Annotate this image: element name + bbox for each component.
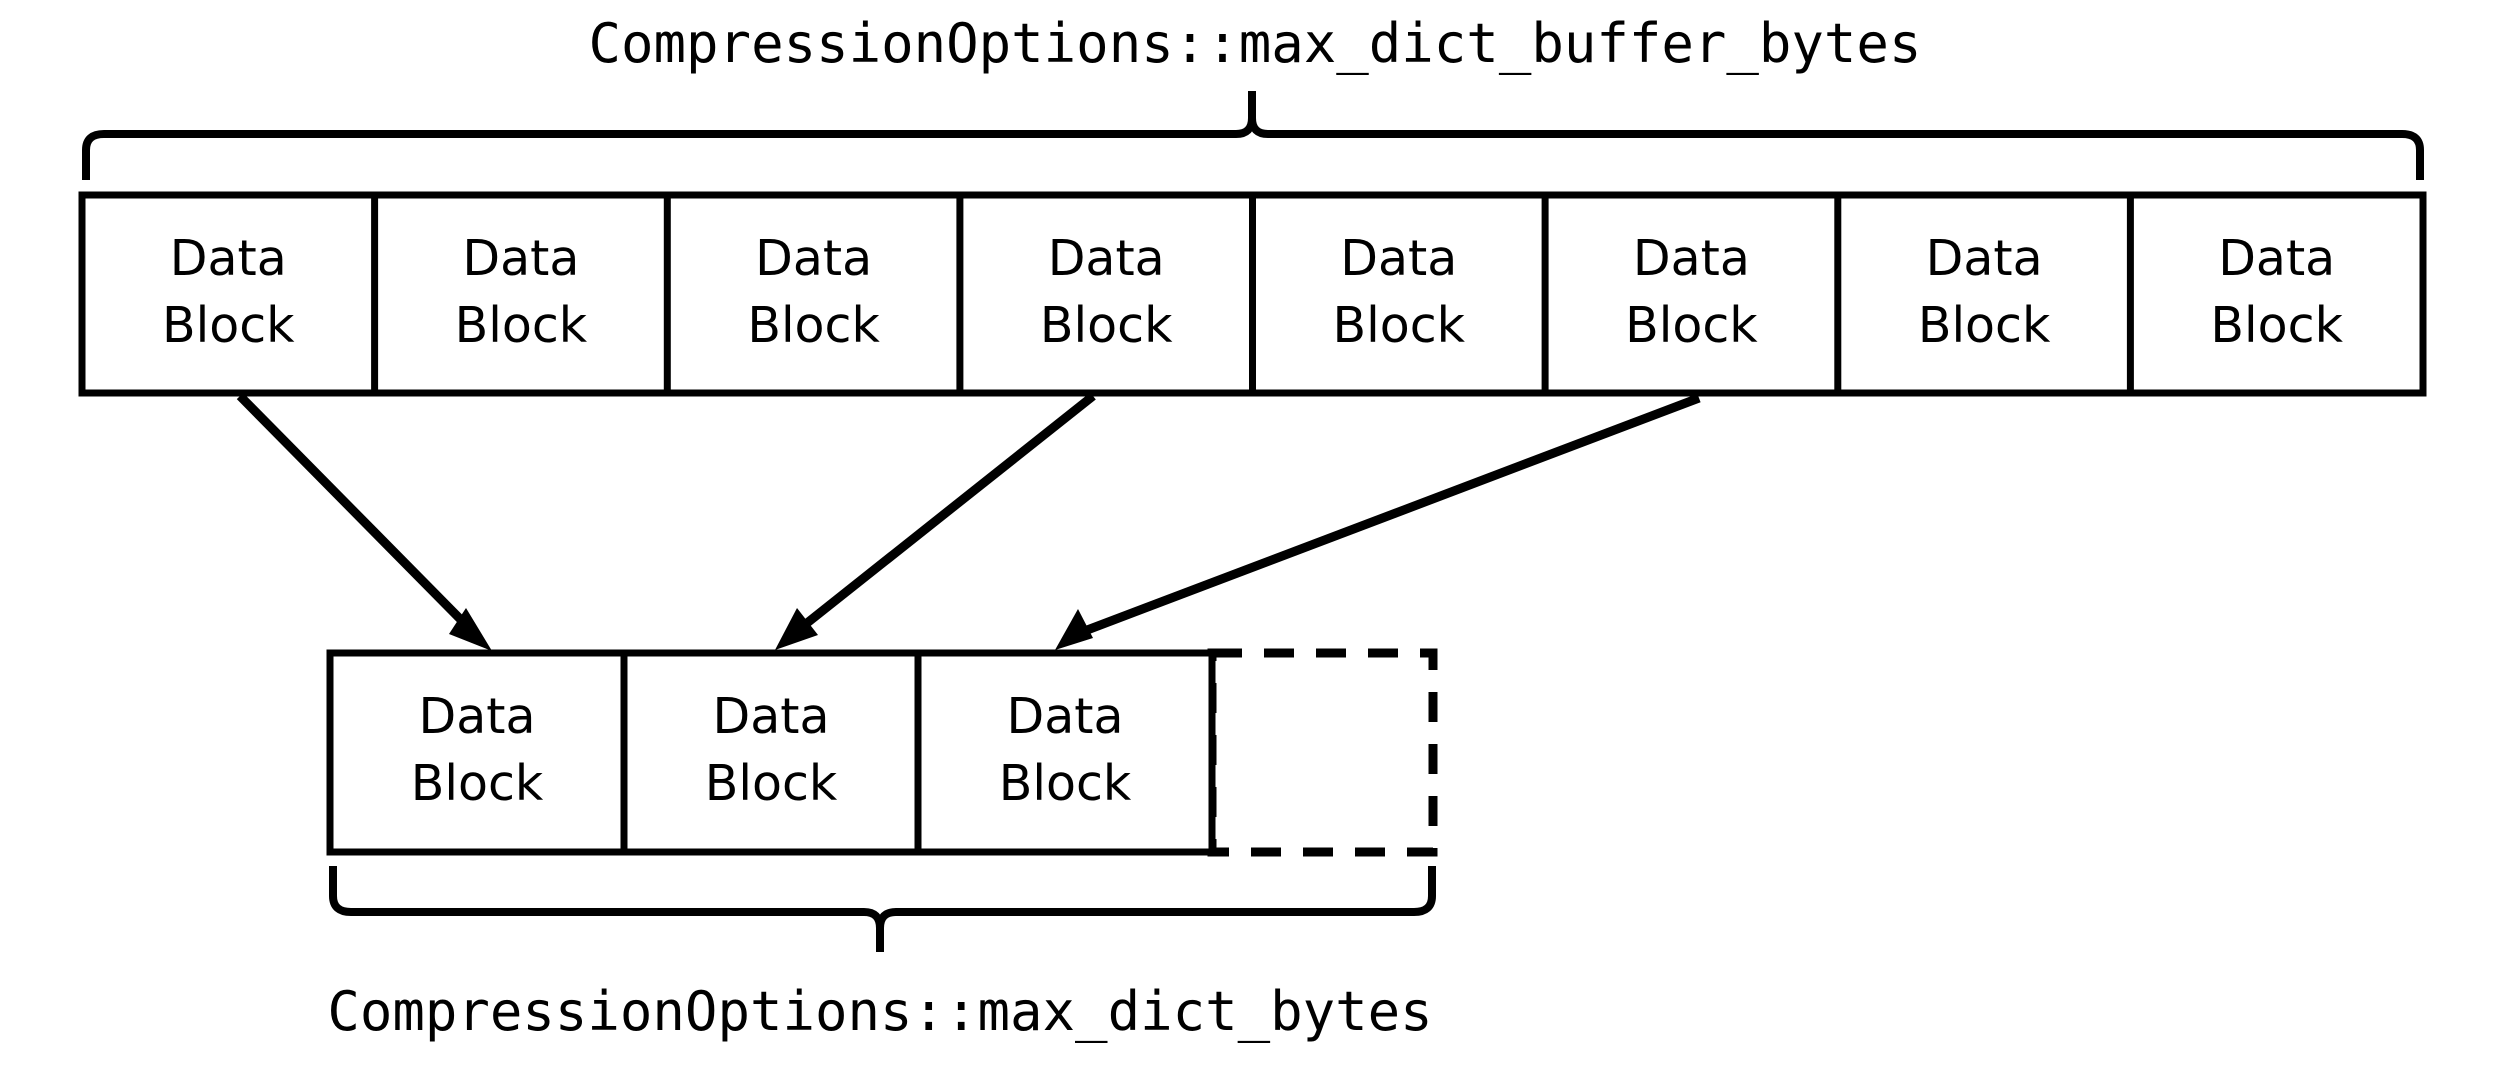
block-label-line2: Block xyxy=(747,297,880,354)
arrow-block6-to-slot3 xyxy=(1055,393,1701,650)
bottom-row-blocks: Data Block Data Block Data Block xyxy=(326,648,1438,857)
top-data-block: Data Block xyxy=(1040,230,1173,354)
top-data-block: Data Block xyxy=(162,230,295,354)
block-label-line1: Data xyxy=(170,230,287,287)
top-brace xyxy=(82,91,2424,180)
block-label-line1: Data xyxy=(713,688,830,745)
block-label-line1: Data xyxy=(2218,230,2335,287)
block-label-line2: Block xyxy=(1918,297,2051,354)
block-label-line2: Block xyxy=(162,297,295,354)
arrow-head-icon xyxy=(775,608,818,650)
block-label-line1: Data xyxy=(1340,230,1457,287)
bottom-row-empty-slot xyxy=(1207,648,1438,857)
block-label-line2: Block xyxy=(455,297,588,354)
top-data-block: Data Block xyxy=(1333,230,1466,354)
top-data-block: Data Block xyxy=(455,230,588,354)
arrow-head-icon xyxy=(449,608,492,651)
block-label-line2: Block xyxy=(1040,297,1173,354)
top-data-block: Data Block xyxy=(1918,230,2051,354)
block-label-line1: Data xyxy=(1007,688,1124,745)
block-label-line1: Data xyxy=(462,230,579,287)
block-label-line2: Block xyxy=(1625,297,1758,354)
block-label-line1: Data xyxy=(1048,230,1165,287)
block-label-line1: Data xyxy=(419,688,536,745)
top-data-block: Data Block xyxy=(747,230,880,354)
bottom-data-block: Data Block xyxy=(999,688,1132,812)
block-label-line1: Data xyxy=(1633,230,1750,287)
block-label-line1: Data xyxy=(1926,230,2043,287)
top-row-blocks: Data Block Data Block Data Block Data Bl… xyxy=(78,191,2427,397)
arrow-block1-to-slot1 xyxy=(236,392,492,651)
top-data-block: Data Block xyxy=(2210,230,2343,354)
bottom-row-outline xyxy=(326,649,1216,856)
top-title-label: CompressionOptions::max_dict_buffer_byte… xyxy=(589,12,1922,75)
bottom-title-label: CompressionOptions::max_dict_bytes xyxy=(327,980,1432,1043)
top-data-block: Data Block xyxy=(1625,230,1758,354)
block-label-line2: Block xyxy=(705,755,838,812)
bottom-data-block: Data Block xyxy=(411,688,544,812)
block-label-line2: Block xyxy=(411,755,544,812)
arrow-block4-to-slot2 xyxy=(775,392,1096,650)
bottom-data-block: Data Block xyxy=(705,688,838,812)
block-label-line2: Block xyxy=(2210,297,2343,354)
arrow-head-icon xyxy=(1055,609,1093,650)
block-label-line1: Data xyxy=(755,230,872,287)
block-label-line2: Block xyxy=(1333,297,1466,354)
block-label-line2: Block xyxy=(999,755,1132,812)
bottom-brace xyxy=(329,866,1436,952)
